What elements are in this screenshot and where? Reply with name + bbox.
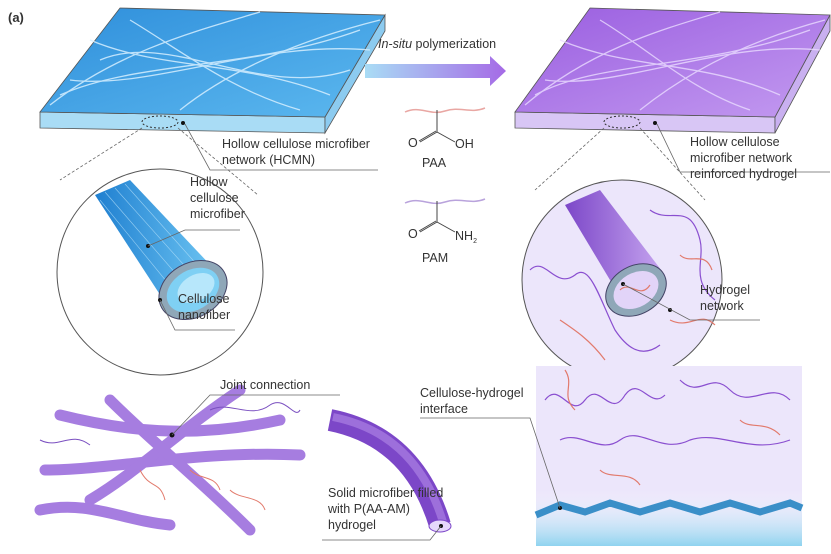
hollow-fiber-zoom [56,168,264,376]
arrow-label: In-situ polymerization [378,37,496,51]
hcmn-slab [39,7,386,135]
hydrogel-fiber-zoom [521,179,723,381]
paa-structure: O OH PAA [404,107,486,170]
svg-text:O: O [408,136,418,150]
pam-structure: O NH2 PAM [404,198,486,265]
polymerization-arrow: In-situ polymerization [365,37,506,86]
svg-text:OH: OH [455,137,474,151]
panel-label: (a) [8,10,24,25]
joint-connection-label: Joint connection [220,378,310,392]
pam-label: PAM [422,251,448,265]
paa-label: PAA [422,156,447,170]
solid-microfiber [327,409,452,533]
cellulose-hydrogel-interface [534,366,804,546]
joint-connection-network [34,384,306,536]
svg-text:O: O [408,227,418,241]
svg-text:NH2: NH2 [455,229,477,245]
reinforced-hydrogel-slab [514,7,831,134]
